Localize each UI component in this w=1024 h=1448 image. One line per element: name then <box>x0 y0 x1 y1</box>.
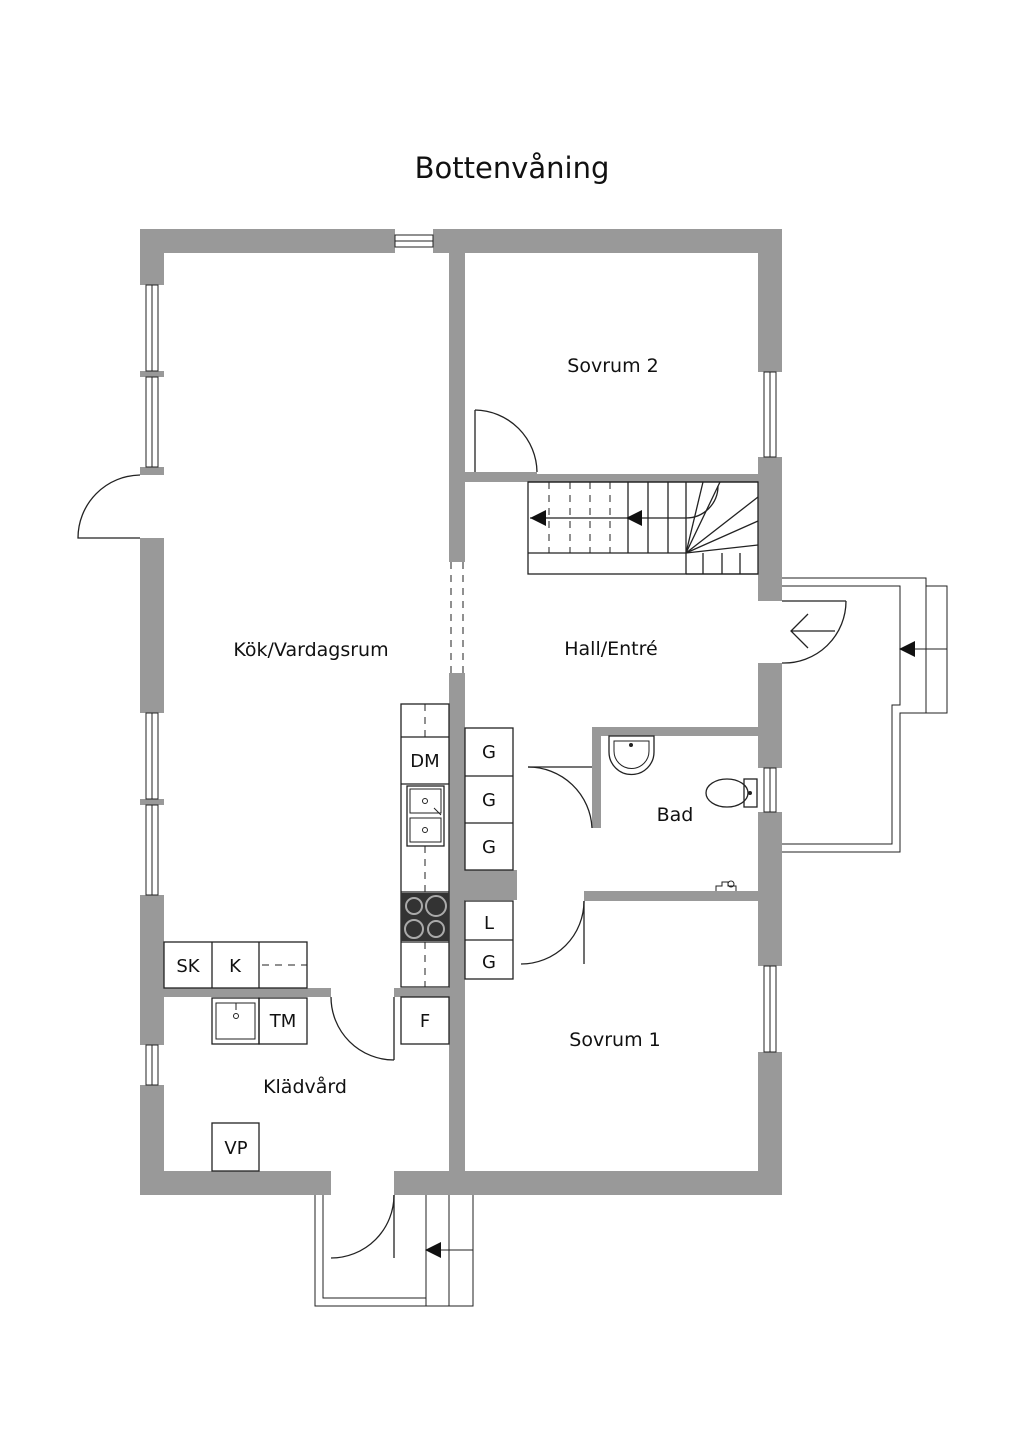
interior-wall-upper <box>449 253 465 562</box>
fridge-label: K <box>229 956 242 977</box>
bad-wall-top <box>592 727 758 736</box>
sovrum2-wall-left <box>465 472 537 482</box>
bottom-steps <box>314 1195 474 1307</box>
interior-wall-lower <box>449 673 465 1171</box>
kladvard-wall-left <box>164 988 331 997</box>
doors <box>77 409 847 1259</box>
stair-arrow-icon <box>530 510 546 526</box>
kladvard-door-swing <box>330 996 395 1061</box>
floor-title: Bottenvåning <box>415 151 610 185</box>
sovrum1-door-swing <box>520 900 585 965</box>
washing-machine-label: TM <box>269 1011 297 1032</box>
bad-door-swing <box>527 766 593 829</box>
sovrum2-door-swing <box>474 409 538 473</box>
left-door-swing <box>77 474 141 539</box>
dishwasher-label: DM <box>410 751 439 772</box>
toilet-icon <box>705 778 749 808</box>
broom-closet-label: SK <box>176 956 200 977</box>
drain-icon <box>715 881 737 891</box>
staircase <box>527 481 759 575</box>
window-glazing <box>145 234 777 1086</box>
kladvard-wall-right <box>394 988 449 997</box>
walls <box>140 229 782 1195</box>
entrance-arrow-icon <box>790 613 835 649</box>
utility-fixtures: SK K TM VP <box>163 941 308 1172</box>
room-label-sovrum-2: Sovrum 2 <box>567 355 658 377</box>
toilet-tank-icon <box>743 778 758 808</box>
kitchen-sink-icon <box>406 785 445 847</box>
room-label-hall-entre: Hall/Entré <box>564 638 657 660</box>
linen-closet-label: L <box>484 913 494 934</box>
freezer-label: F <box>420 1011 430 1032</box>
kitchen-counter: DM <box>400 703 450 988</box>
open-passage <box>450 562 464 673</box>
wardrobe-label: G <box>482 952 496 973</box>
wardrobe-label: G <box>482 837 496 858</box>
bad-wall-bottom <box>592 891 758 901</box>
bad-wall-left <box>592 727 601 828</box>
sovrum2-wall-right <box>537 474 758 482</box>
entrance-door-swing <box>781 600 847 664</box>
room-label-kok-vardagsrum: Kök/Vardagsrum <box>233 639 388 661</box>
wardrobe-label: G <box>482 742 496 763</box>
bathroom-fixtures <box>608 735 758 891</box>
deck-arrow-icon <box>899 641 915 657</box>
room-label-bad: Bad <box>657 804 694 826</box>
bad-wall-corner <box>584 891 596 901</box>
steps-arrow-icon <box>425 1242 441 1258</box>
stair-arrow-icon <box>626 510 642 526</box>
wardrobe-wall <box>465 870 517 900</box>
room-label-kladvard: Klädvård <box>263 1075 347 1098</box>
washbasin-icon <box>608 735 655 776</box>
freezer: F <box>400 996 450 1045</box>
entrance-deck <box>782 577 948 853</box>
wardrobes: G G G L G <box>464 727 514 980</box>
room-label-sovrum-1: Sovrum 1 <box>569 1029 660 1051</box>
room-labels: Kök/Vardagsrum Sovrum 2 Hall/Entré Bad S… <box>233 355 693 1098</box>
wardrobe-label: G <box>482 790 496 811</box>
bottom-door-swing <box>330 1194 395 1259</box>
heat-pump-label: VP <box>224 1138 247 1159</box>
